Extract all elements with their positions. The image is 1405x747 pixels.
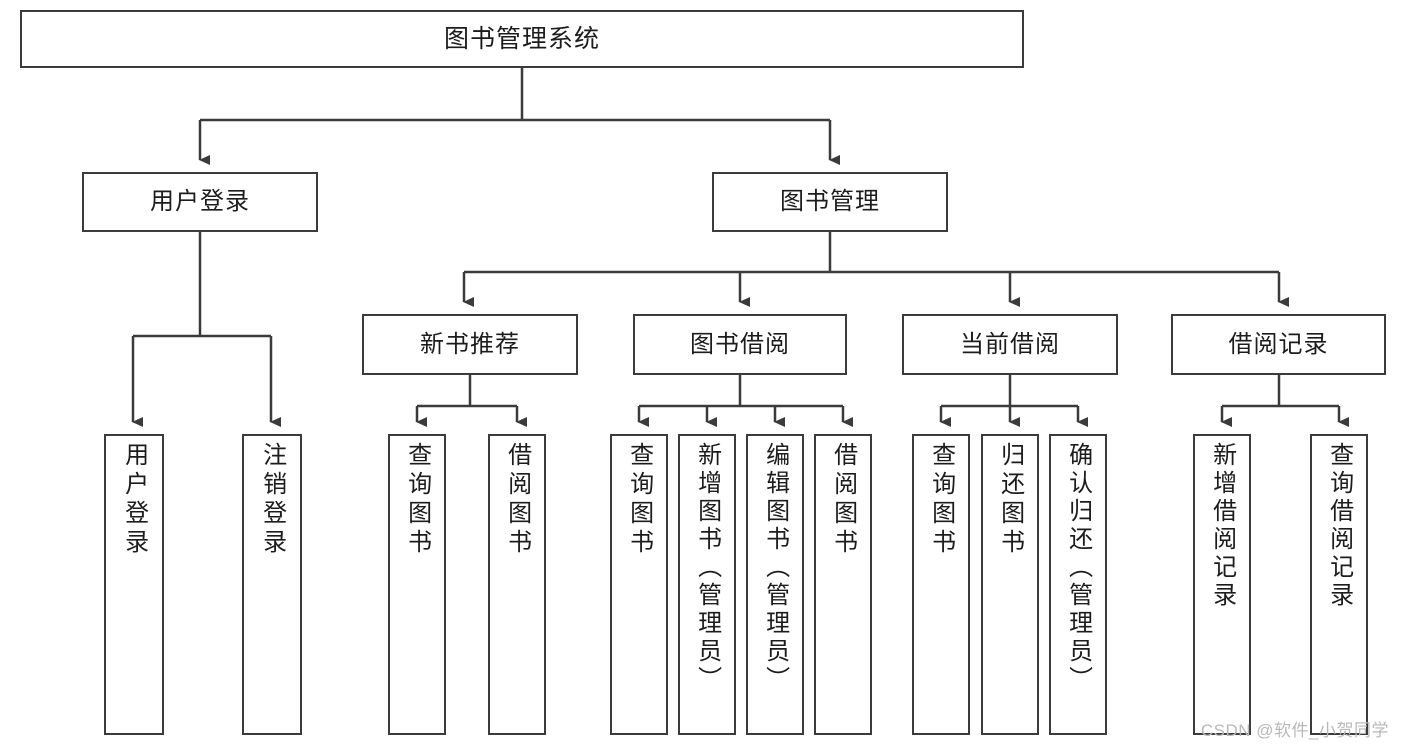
node-book-management[interactable]: 图书管理 [712,172,948,232]
leaf-query-book-new[interactable]: 查询图书 [388,434,446,735]
node-new-book-recommend[interactable]: 新书推荐 [362,314,578,375]
node-label: 用户登录 [150,188,250,216]
node-label: 图书管理系统 [443,24,600,53]
leaf-add-book-admin[interactable]: 新增图书（管理员） [678,434,736,735]
node-label: 图书管理 [780,188,880,216]
node-book-borrow[interactable]: 图书借阅 [633,314,847,375]
node-label: 编辑图书（管理员） [761,442,789,694]
node-label: 借阅图书 [503,442,531,558]
node-label: 查询图书 [403,442,431,558]
node-label: 查询图书 [927,442,955,558]
node-label: 图书借阅 [690,330,790,358]
node-label: 新书推荐 [420,330,520,358]
leaf-confirm-return-admin[interactable]: 确认归还（管理员） [1049,434,1107,735]
leaf-query-book-borrow[interactable]: 查询图书 [610,434,668,735]
node-root-system[interactable]: 图书管理系统 [20,10,1024,68]
node-label: 当前借阅 [960,330,1060,358]
node-label: 查询图书 [625,442,653,558]
leaf-edit-book-admin[interactable]: 编辑图书（管理员） [746,434,804,735]
leaf-logout[interactable]: 注销登录 [242,434,302,735]
node-label: 新增图书（管理员） [693,442,721,694]
leaf-user-login[interactable]: 用户登录 [104,434,164,735]
node-user-login[interactable]: 用户登录 [82,172,318,232]
node-label: 借阅图书 [829,442,857,558]
node-label: 新增借阅记录 [1208,442,1236,610]
node-label: 注销登录 [258,442,286,558]
leaf-borrow-book-new[interactable]: 借阅图书 [488,434,546,735]
node-current-borrow[interactable]: 当前借阅 [902,314,1118,375]
node-label: 确认归还（管理员） [1064,442,1092,694]
leaf-borrow-book[interactable]: 借阅图书 [814,434,872,735]
node-label: 用户登录 [120,442,148,558]
node-label: 查询借阅记录 [1325,442,1353,610]
leaf-query-borrow-record[interactable]: 查询借阅记录 [1310,434,1368,735]
node-borrow-record[interactable]: 借阅记录 [1171,314,1386,375]
node-label: 借阅记录 [1228,330,1329,358]
node-label: 归还图书 [996,442,1024,558]
leaf-return-book[interactable]: 归还图书 [981,434,1039,735]
leaf-add-borrow-record[interactable]: 新增借阅记录 [1193,434,1251,735]
leaf-query-book-current[interactable]: 查询图书 [912,434,970,735]
